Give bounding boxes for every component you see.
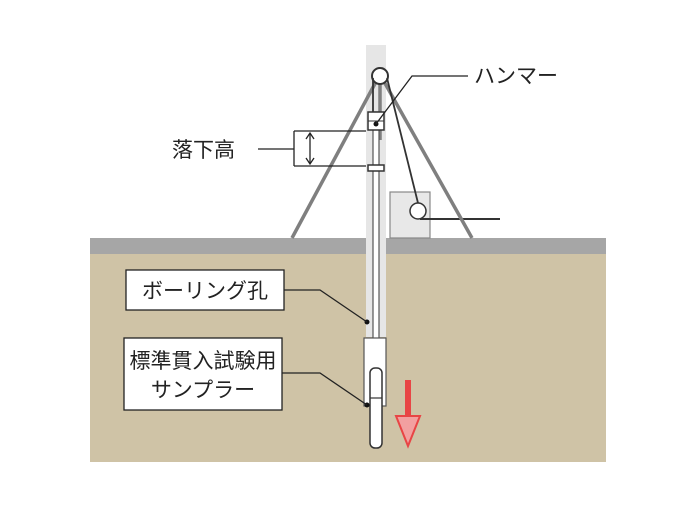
drop-height-label: 落下高 bbox=[172, 138, 235, 162]
winch-drum bbox=[409, 202, 427, 220]
borehole-leader bbox=[284, 289, 368, 323]
anvil bbox=[367, 164, 385, 172]
rope-to-winch bbox=[386, 77, 419, 204]
ground-surface-right bbox=[386, 238, 606, 254]
hammer-leader bbox=[375, 75, 468, 125]
borehole-label: ボーリング孔 bbox=[142, 279, 268, 303]
sampler-label-line2: サンプラー bbox=[151, 378, 255, 402]
ground-surface-left bbox=[90, 238, 366, 254]
sampler-leader bbox=[282, 372, 368, 406]
sampler-label-box bbox=[123, 337, 283, 411]
pulley bbox=[371, 67, 389, 85]
downward-arrow bbox=[394, 380, 422, 449]
borehole-label-box bbox=[125, 269, 285, 311]
sampler-label-line1: 標準貫入試験用 bbox=[130, 349, 277, 373]
hammer-label: ハンマー bbox=[474, 64, 558, 88]
sampler-body bbox=[369, 367, 383, 449]
drop-height-bracket bbox=[258, 130, 366, 167]
drill-rod bbox=[372, 111, 380, 345]
